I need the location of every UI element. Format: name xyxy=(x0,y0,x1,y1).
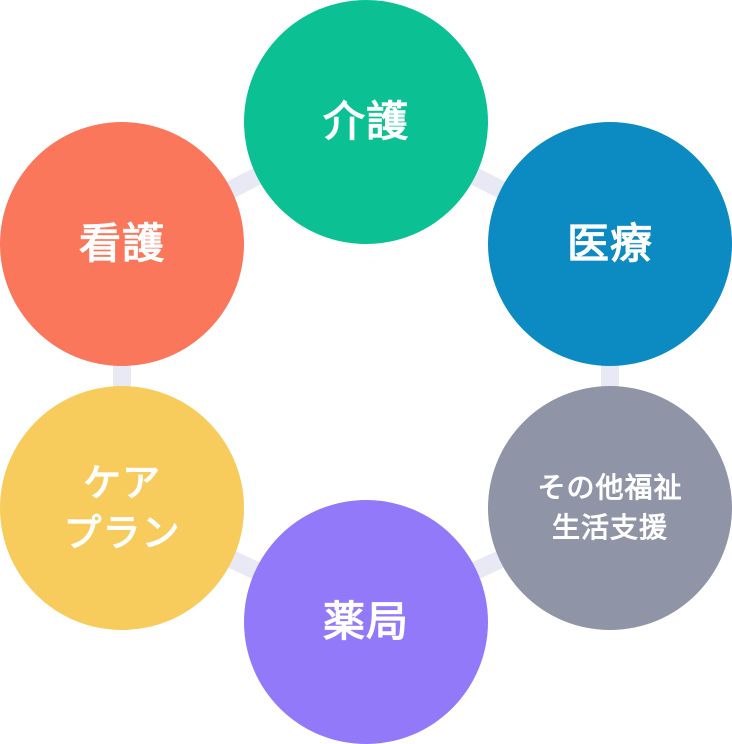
node-kaigo: 介護 xyxy=(244,0,488,244)
node-other-welfare-label: その他福祉 生活支援 xyxy=(537,471,683,544)
node-care-plan: ケア プラン xyxy=(0,386,244,630)
node-pharmacy-label: 薬局 xyxy=(322,597,409,646)
node-iryo-label: 医療 xyxy=(566,219,653,268)
node-nursing: 看護 xyxy=(0,122,244,366)
node-kaigo-label: 介護 xyxy=(322,97,409,146)
node-other-welfare: その他福祉 生活支援 xyxy=(488,386,732,630)
node-iryo: 医療 xyxy=(488,122,732,366)
node-care-plan-label: ケア プラン xyxy=(63,461,181,555)
node-nursing-label: 看護 xyxy=(78,219,165,268)
node-pharmacy: 薬局 xyxy=(244,500,488,744)
